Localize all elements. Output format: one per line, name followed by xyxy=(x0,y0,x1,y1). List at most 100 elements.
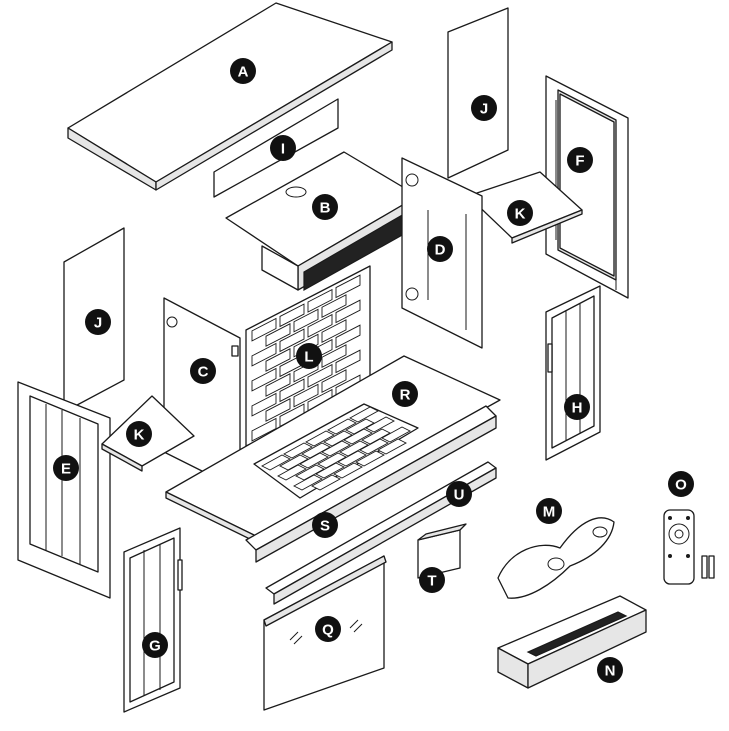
floor-brick xyxy=(359,438,389,455)
part-m-log-set xyxy=(497,517,615,599)
part-g-left-door xyxy=(123,527,183,713)
part-letter: E xyxy=(61,461,71,478)
part-label-a: A xyxy=(230,58,256,84)
part-letter: D xyxy=(435,242,446,259)
brick-floor-pattern xyxy=(261,406,411,491)
part-letter: C xyxy=(198,364,209,381)
brick xyxy=(265,323,291,347)
floor-brick xyxy=(299,452,329,469)
floor-brick xyxy=(315,462,345,479)
part-label-t: T xyxy=(419,567,445,593)
floor-brick xyxy=(345,418,375,435)
part-u-bottom-rail xyxy=(265,461,497,605)
part-letter: Q xyxy=(322,622,334,639)
part-label-j-left: J xyxy=(85,309,111,335)
floor-brick xyxy=(365,416,395,433)
part-t-bracket xyxy=(417,523,467,579)
part-label-k-right: K xyxy=(507,200,533,226)
floor-brick xyxy=(355,450,385,467)
floor-brick xyxy=(349,406,379,423)
brick xyxy=(321,319,347,344)
part-h-right-door xyxy=(545,285,601,461)
brick xyxy=(335,274,361,299)
part-letter: B xyxy=(320,200,331,217)
part-letter: S xyxy=(320,518,330,535)
brick xyxy=(279,303,305,328)
floor-brick xyxy=(293,474,323,491)
part-label-h: H xyxy=(564,394,590,420)
part-e-left-frame xyxy=(17,381,111,599)
brick xyxy=(251,317,277,342)
part-f-right-frame xyxy=(545,75,629,299)
floor-brick xyxy=(333,462,363,479)
part-j-right-back-panel xyxy=(447,7,509,179)
part-letter: N xyxy=(605,663,616,680)
part-letter: O xyxy=(675,477,687,494)
brick xyxy=(251,367,277,392)
part-label-q: Q xyxy=(315,616,341,642)
part-letter: F xyxy=(575,153,584,170)
part-label-e: E xyxy=(53,455,79,481)
floor-brick xyxy=(277,464,307,481)
part-label-l: L xyxy=(296,343,322,369)
floor-brick xyxy=(295,464,325,481)
part-label-k-left: K xyxy=(126,421,152,447)
brick-pattern xyxy=(251,274,361,442)
part-label-i: I xyxy=(270,135,296,161)
floor-brick xyxy=(305,430,335,447)
floor-brick xyxy=(339,440,369,457)
part-label-d: D xyxy=(427,236,453,262)
part-letter: K xyxy=(515,206,526,223)
part-label-r: R xyxy=(392,381,418,407)
floor-brick xyxy=(301,442,331,459)
part-letter: T xyxy=(427,573,436,590)
part-letter: J xyxy=(94,315,102,332)
floor-brick xyxy=(261,454,291,471)
floor-brick xyxy=(327,418,357,435)
brick xyxy=(335,349,361,374)
part-label-g: G xyxy=(142,632,168,658)
part-letter: I xyxy=(281,141,285,158)
part-letter: H xyxy=(572,400,583,417)
part-letter: G xyxy=(149,638,161,655)
brick xyxy=(279,378,305,403)
brick xyxy=(293,308,319,333)
part-label-m: M xyxy=(536,498,562,524)
part-label-c: C xyxy=(190,358,216,384)
part-label-o: O xyxy=(668,471,694,497)
part-label-u: U xyxy=(446,481,472,507)
brick xyxy=(321,294,347,319)
part-letter: R xyxy=(400,387,411,404)
part-o-remote-control xyxy=(663,509,715,585)
floor-brick xyxy=(361,428,391,445)
floor-brick xyxy=(323,430,353,447)
brick xyxy=(251,342,277,367)
brick xyxy=(335,324,361,349)
floor-brick xyxy=(377,438,407,455)
floor-brick xyxy=(321,440,351,457)
part-letter: M xyxy=(543,504,556,521)
part-n-log-grate xyxy=(497,595,647,689)
floor-brick xyxy=(317,452,347,469)
part-label-s: S xyxy=(312,512,338,538)
brick xyxy=(321,344,347,369)
brick xyxy=(307,313,333,338)
brick xyxy=(265,348,291,372)
floor-brick xyxy=(381,426,411,443)
brick xyxy=(265,398,291,422)
part-r-base-board xyxy=(165,355,501,543)
part-letter: L xyxy=(304,349,313,366)
part-letter: A xyxy=(238,64,249,81)
floor-brick xyxy=(311,474,341,491)
part-label-f: F xyxy=(567,147,593,173)
brick xyxy=(307,363,333,388)
part-label-n: N xyxy=(597,657,623,683)
part-a-mantel-top xyxy=(67,2,393,191)
floor-brick xyxy=(279,454,309,471)
part-letter: U xyxy=(454,487,465,504)
part-label-b: B xyxy=(312,194,338,220)
floor-brick xyxy=(337,450,367,467)
brick xyxy=(307,288,333,313)
